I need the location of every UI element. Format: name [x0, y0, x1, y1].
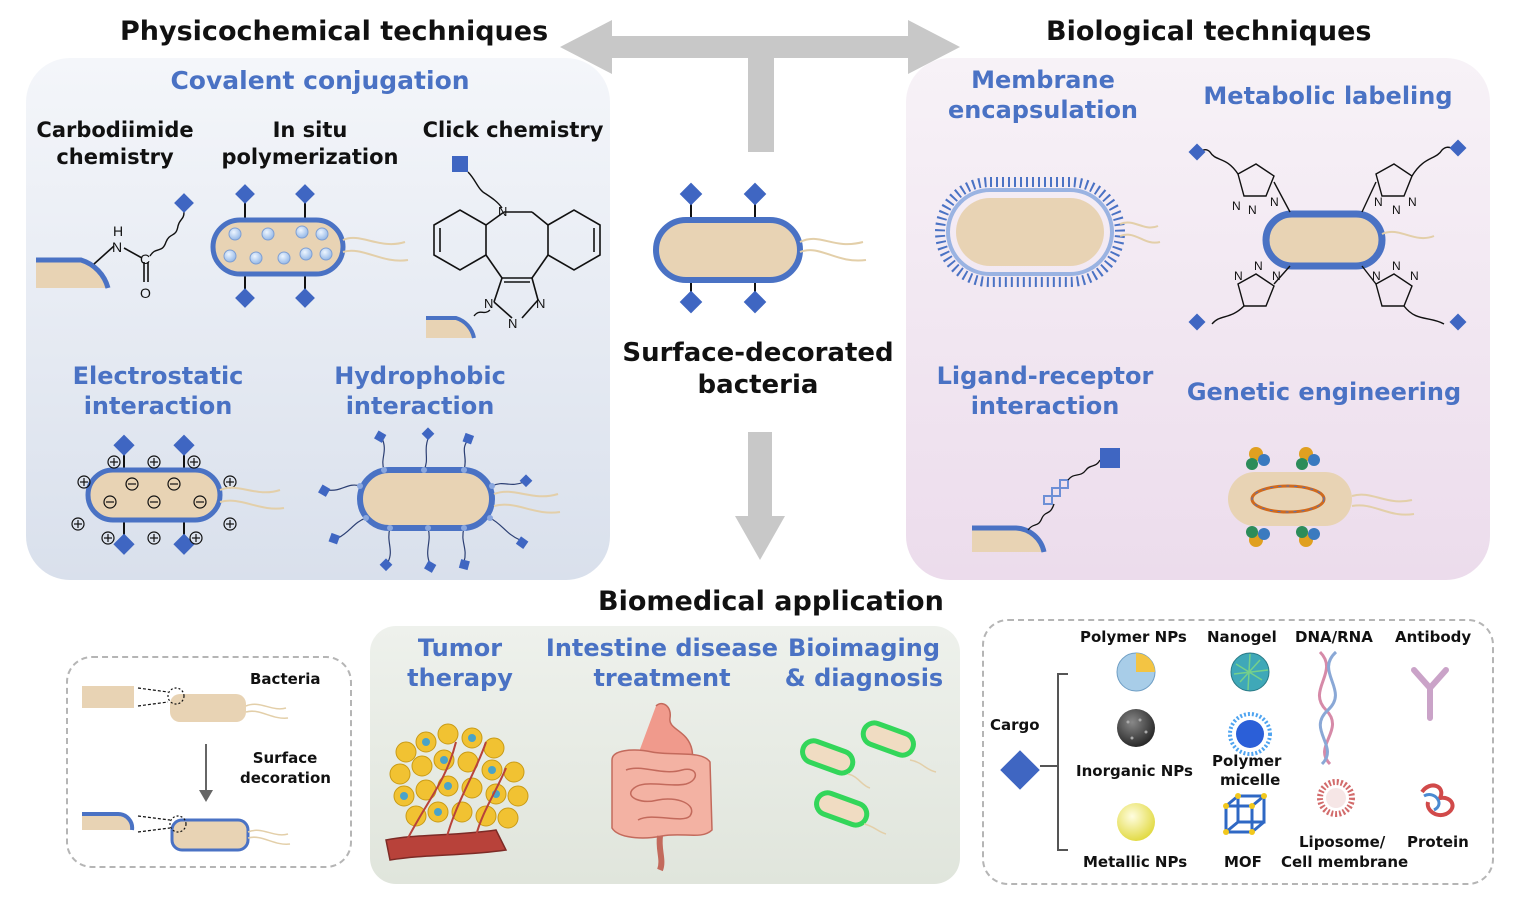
- cargo-diamond-bracket: [1000, 673, 1068, 851]
- atom-o: O: [140, 285, 151, 301]
- metabolic-labeling: N N N N N N N N N N N N: [1188, 139, 1467, 331]
- intestine-label-1: Intestine disease: [545, 634, 779, 662]
- electrostatic-bacteria: [71, 434, 285, 555]
- bioimaging-illustration: [800, 720, 937, 835]
- insitu-bacteria: [210, 184, 409, 308]
- met-n8: N: [1254, 259, 1263, 273]
- tumor-label-1: Tumor: [417, 634, 503, 662]
- biomedical-title: Biomedical application: [598, 586, 944, 617]
- legend-diagram: [82, 686, 291, 852]
- genetic-label: Genetic engineering: [1186, 378, 1462, 406]
- hydrophobic-label-1: Hydrophobic: [334, 362, 506, 390]
- click-atom-n3: N: [508, 316, 517, 331]
- cargo-mof: MOF: [1224, 853, 1262, 871]
- cargo-inorganic-nps: Inorganic NPs: [1076, 762, 1193, 780]
- legend-box: [66, 656, 352, 868]
- center-bacteria: [653, 182, 867, 314]
- carbodiimide-structure: H N C O: [36, 193, 194, 301]
- cargo-nanogel: Nanogel: [1207, 628, 1277, 646]
- legend-bacteria-label: Bacteria: [250, 670, 321, 688]
- met-n7: N: [1234, 269, 1243, 283]
- genetic-engineering: [1228, 447, 1415, 547]
- met-n10: N: [1372, 269, 1381, 283]
- atom-n: N: [112, 239, 122, 255]
- tumor-illustration: [385, 723, 529, 861]
- electrostatic-label-1: Electrostatic: [72, 362, 244, 390]
- legend-surface-label-2: decoration: [240, 769, 331, 787]
- cargo-protein: Protein: [1407, 833, 1469, 851]
- met-n5: N: [1392, 203, 1401, 217]
- atom-c: C: [140, 251, 150, 267]
- cargo-polymer-micelle-2: micelle: [1220, 771, 1281, 789]
- met-n3: N: [1270, 195, 1279, 209]
- membrane-label-2: encapsulation: [947, 96, 1139, 124]
- cargo-liposome-2: Cell membrane: [1281, 853, 1409, 871]
- cargo-polymer-micelle-1: Polymer: [1212, 752, 1282, 770]
- top-double-arrow: [560, 20, 960, 152]
- down-arrow: [735, 432, 785, 560]
- cargo-icons: [1116, 650, 1455, 841]
- insitu-label-2: polymerization: [221, 145, 399, 169]
- click-atom-n2: N: [484, 296, 493, 311]
- cargo-label: Cargo: [990, 716, 1040, 734]
- intestine-label-2: treatment: [593, 664, 731, 692]
- click-chemistry-label: Click chemistry: [422, 118, 604, 142]
- metabolic-label: Metabolic labeling: [1203, 82, 1453, 110]
- physicochemical-title: Physicochemical techniques: [120, 16, 549, 47]
- cargo-box: [982, 619, 1494, 885]
- ligand-label-2: interaction: [970, 392, 1120, 420]
- hydrophobic-bacteria: [318, 427, 561, 573]
- membrane-encapsulation: [935, 177, 1161, 287]
- met-n1: N: [1232, 199, 1241, 213]
- click-atom-n1: N: [498, 204, 507, 219]
- cargo-metallic-nps: Metallic NPs: [1083, 853, 1188, 871]
- ligand-label-1: Ligand-receptor: [936, 362, 1154, 390]
- cargo-polymer-nps: Polymer NPs: [1080, 628, 1187, 646]
- cargo-dna-rna: DNA/RNA: [1295, 628, 1373, 646]
- met-n9: N: [1272, 269, 1281, 283]
- covalent-conjugation-title: Covalent conjugation: [170, 66, 470, 95]
- carbodiimide-label-1: Carbodiimide: [36, 118, 194, 142]
- bioimaging-label-1: Bioimaging: [787, 634, 941, 662]
- center-label-2: bacteria: [697, 370, 819, 400]
- intestine-illustration: [611, 702, 713, 872]
- hydrophobic-label-2: interaction: [345, 392, 495, 420]
- legend-surface-label-1: Surface: [252, 749, 318, 767]
- cargo-antibody: Antibody: [1395, 628, 1472, 646]
- center-label-1: Surface-decorated: [622, 338, 894, 368]
- click-chemistry-structure: N N N N: [426, 156, 601, 339]
- biological-title: Biological techniques: [1046, 16, 1372, 47]
- click-atom-n4: N: [536, 296, 545, 311]
- atom-h: H: [113, 223, 123, 239]
- electrostatic-label-2: interaction: [83, 392, 233, 420]
- met-n12: N: [1410, 269, 1419, 283]
- met-n6: N: [1408, 195, 1417, 209]
- bioimaging-label-2: & diagnosis: [784, 664, 944, 692]
- met-n11: N: [1392, 259, 1401, 273]
- membrane-label-1: Membrane: [971, 66, 1115, 94]
- cargo-liposome-1: Liposome/: [1299, 833, 1386, 851]
- carbodiimide-label-2: chemistry: [56, 145, 174, 169]
- met-n2: N: [1248, 203, 1257, 217]
- met-n4: N: [1374, 195, 1383, 209]
- ligand-receptor: [972, 448, 1120, 553]
- insitu-label-1: In situ: [272, 118, 348, 142]
- tumor-label-2: therapy: [407, 664, 513, 692]
